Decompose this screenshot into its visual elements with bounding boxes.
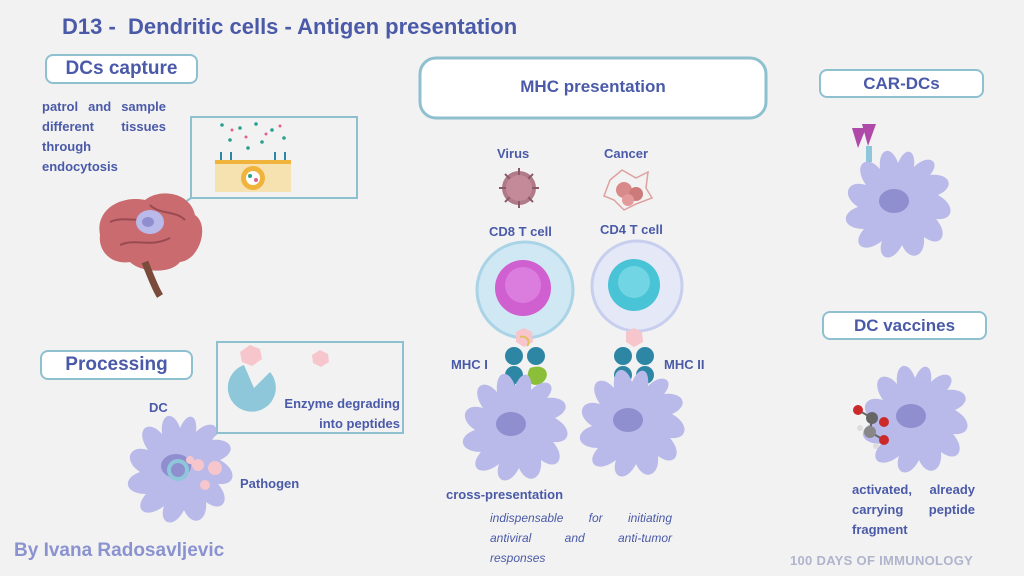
dc-label: DC <box>149 400 168 415</box>
cd4-t-cell <box>590 239 684 333</box>
mhc-i-dc-cell <box>462 373 568 481</box>
virus-icon <box>499 168 539 208</box>
mhc-presentation-box <box>418 56 768 120</box>
capture-zoom-box <box>190 116 358 199</box>
pathogen-label: Pathogen <box>240 476 300 491</box>
cross-presentation-description: indispensable for initiating antiviral a… <box>490 511 672 565</box>
dc-vaccines-heading: DC vaccines <box>822 311 987 340</box>
vaccines-description: activated, already carrying peptide frag… <box>852 482 975 537</box>
author-credit: By Ivana Radosavljevic <box>14 540 225 561</box>
enzyme-label: Enzyme degrading into peptides <box>284 396 400 431</box>
mhc-presentation-heading: MHC presentation <box>520 77 666 96</box>
cd8-t-cell <box>475 240 575 340</box>
endocytosis-illustration <box>215 122 291 192</box>
cancer-cell-icon <box>603 169 654 211</box>
brain-illustration <box>99 193 203 298</box>
processing-zoom-box <box>216 341 404 434</box>
car-dc-cell <box>845 150 951 258</box>
series-label: 100 DAYS OF IMMUNOLOGY <box>790 553 974 568</box>
processing-heading: Processing <box>40 350 193 380</box>
peptide-molecule-icon <box>853 405 889 449</box>
phagosome <box>167 459 189 481</box>
mhc-i-complex <box>505 328 547 408</box>
pathogen-fragments <box>186 456 222 490</box>
mhc-ii-label: MHC II <box>664 357 705 372</box>
cancer-label: Cancer <box>604 146 649 161</box>
cross-presentation-label: cross-presentation <box>446 487 564 502</box>
virus-label: Virus <box>497 146 530 161</box>
capture-description: patrol and sample different tissues thro… <box>42 99 166 174</box>
cd4-t-cell-label: CD4 T cell <box>600 222 663 237</box>
mhc-i-label: MHC I <box>451 357 488 372</box>
mhc-ii-dc-cell <box>579 369 685 477</box>
cd8-t-cell-label: CD8 T cell <box>489 224 552 239</box>
dcs-capture-heading: DCs capture <box>45 54 198 84</box>
enzyme-illustration <box>227 345 329 412</box>
page-title: D13 - Dendritic cells - Antigen presenta… <box>62 14 518 39</box>
car-dcs-heading: CAR-DCs <box>819 69 984 98</box>
vaccine-dc-cell <box>862 365 968 473</box>
